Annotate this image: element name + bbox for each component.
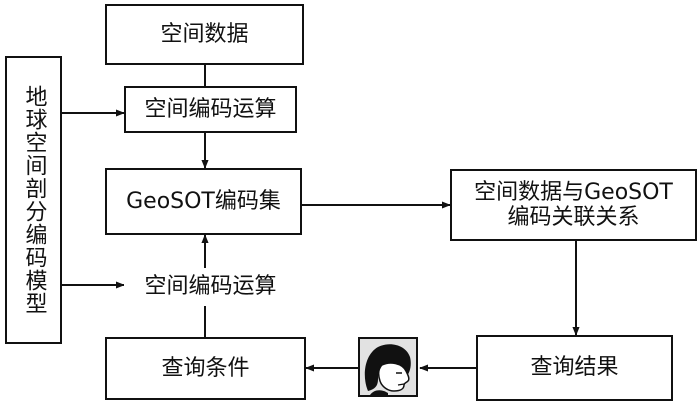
model-box: 地球空间剖分编码模型: [5, 56, 62, 344]
encode-op-bottom: 空间编码运算: [124, 268, 297, 306]
user-face-icon: [358, 337, 418, 397]
association-label-line2: 编码关联关系: [507, 205, 640, 230]
encode-op-bottom-label: 空间编码运算: [144, 274, 277, 300]
query-condition-box: 查询条件: [105, 337, 306, 400]
spatial-data-box: 空间数据: [105, 4, 304, 65]
model-label: 地球空间剖分编码模型: [21, 85, 47, 315]
geosot-set-box: GeoSOT编码集: [105, 168, 302, 235]
encode-op-top-label: 空间编码运算: [144, 96, 277, 122]
association-label-line1: 空间数据与GeoSOT: [474, 179, 673, 205]
spatial-data-label: 空间数据: [160, 21, 249, 47]
query-condition-label: 查询条件: [161, 355, 250, 381]
association-box: 空间数据与GeoSOT 编码关联关系: [450, 169, 697, 241]
query-result-box: 查询结果: [476, 335, 673, 401]
geosot-set-label: GeoSOT编码集: [126, 188, 281, 214]
query-result-label: 查询结果: [530, 355, 619, 381]
encode-op-top-box: 空间编码运算: [124, 86, 297, 133]
